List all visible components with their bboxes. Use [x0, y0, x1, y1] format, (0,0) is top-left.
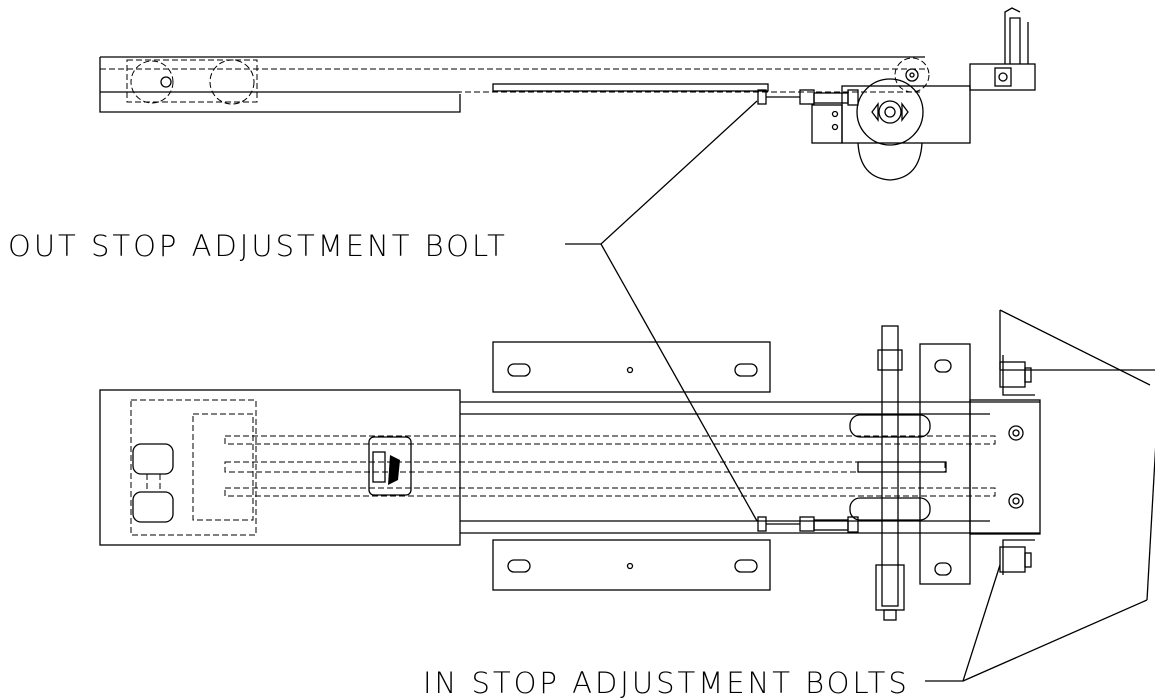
side-view-assembly [99, 7, 1036, 181]
in-stop-callout: IN STOP ADJUSTMENT BOLTS [423, 666, 910, 700]
leader-lines [565, 100, 1155, 682]
out-stop-callout: OUT STOP ADJUSTMENT BOLT [8, 229, 508, 263]
plan-view-assembly [99, 325, 1041, 621]
